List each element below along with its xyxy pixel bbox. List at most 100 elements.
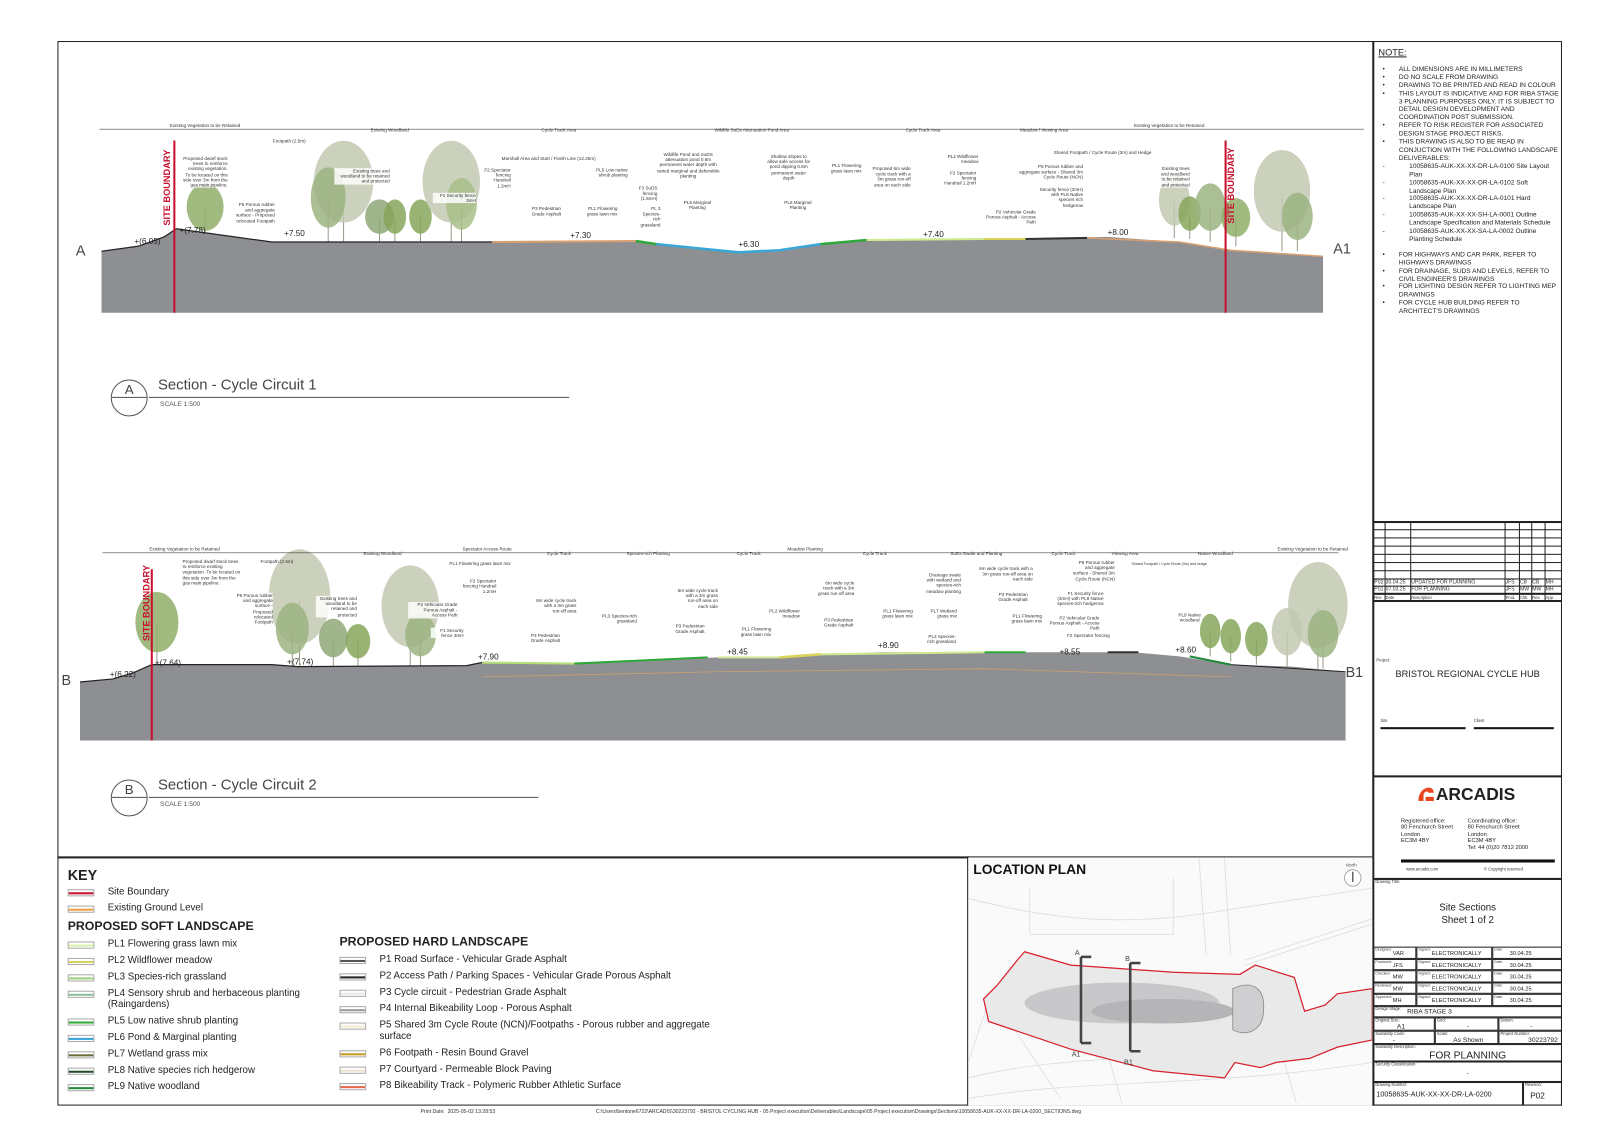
grid-label: Grid: [1436,1017,1446,1023]
annotation-label: P5 Porous rubber and aggregate surface -… [233,202,275,224]
plan-section-label: A1 [1072,1050,1081,1058]
title-underline [148,396,570,398]
legend-item: PL7 Wetland grass mix [67,1048,337,1059]
soft-landscape-title: PROPOSED SOFT LANDSCAPE [67,918,254,934]
revision-cell: P02 [1374,578,1384,586]
website-link[interactable]: www.arcadis.com [1406,866,1439,872]
legend-label: PL9 Native woodland [107,1080,200,1093]
note-item: THIS DRAWING IS ALSO TO BE READ IN CONJU… [1378,139,1559,163]
annotation-label: F1 Security fence 3mH [430,627,464,639]
note-item: DO NO SCALE FROM DRAWING [1378,74,1559,82]
project-label: Project: [1376,657,1391,663]
legend-item: PL2 Wildflower meadow [67,955,337,966]
signoff-label: Date: [1494,947,1503,952]
address-line: EC3M 4BY [1400,838,1430,845]
dimension-label: Footpath (2.5m) [261,559,294,564]
annotation-label: Drainage swale with wetland and species-… [919,572,961,594]
signoff-cell: Signed:ELECTRONICALLY [1416,994,1493,1007]
annotation-label: PL5 Low native shrub planting [586,167,628,178]
legend-item: P2 Access Path / Parking Spaces - Vehicu… [339,970,739,981]
divider [1373,877,1562,880]
annotation-label: F1 Security fence (3mH) with PL8 Native … [1056,590,1104,607]
section-a-drawing: SITE BOUNDARY SITE BOUNDARY Existing Veg… [76,123,1365,313]
revision-cell: P01 [1374,586,1384,593]
address-line: London [1467,831,1487,838]
client-label: Client [1473,717,1485,724]
note-item: 10058635-AUK-XX-XX-DR-LA-0101 Hard Lands… [1378,195,1559,211]
client-line [1473,727,1554,729]
legend-item: P4 Internal Bikeability Loop - Porous As… [339,1003,739,1014]
revision-cell: MH [1545,586,1554,593]
section-a-marker: A [110,379,148,417]
scale-value: As Shown [1453,1036,1484,1045]
drawing-number-label: Drawing Number: [1375,1082,1408,1088]
annotation-label: PL1 Flowering grass lawn mix [580,206,618,217]
dimension-label: Species-rich Planting [627,551,671,556]
tree-icon [383,199,407,234]
annotation-label: F2 Spectator fencing Handrail 1.2mH [479,167,511,189]
dimension-label: Existing Vegetation to be Retained [149,547,220,552]
section-end-label: A1 [1333,241,1351,257]
signoff-label: Date: [1494,959,1503,964]
address-line: Tel: 44 (0)20 7812 2000 [1467,844,1529,851]
dimension-label: Cycle Track Area [542,127,577,132]
site-boundary-label: SITE BOUNDARY [162,150,172,226]
annotation-label: PL6 Marginal Planting [680,199,714,211]
legend-label: Existing Ground Level [107,902,204,914]
suitability-desc-value: FOR PLANNING [1429,1050,1507,1062]
project-number-value: 30223792 [1528,1036,1558,1045]
note-item: 10058635-AUK-XX-XX-DR-LA-0102 Soft Lands… [1378,179,1559,195]
dimension-label: Existing Vegetation to be Retained [170,123,241,128]
site-label: Site [1380,717,1388,724]
annotation-label: 6m wide cycle track with a 3m grass run-… [815,580,855,597]
signoff-label: Designed: [1375,947,1392,952]
location-plan: A A1 B B1 North LOCATION PLAN [968,857,1373,1106]
dimension-label: Cycle Track [737,551,762,556]
annotation-label: PL1 Flowering grass lawn mix [826,163,862,174]
signoff-value: 30.04.25 [1509,950,1532,957]
legend-item: PL9 Native woodland [67,1080,337,1093]
annotation-label: 6m wide cycle track with a 3m grass run-… [535,597,577,614]
legend-item: PL6 Pond & Marginal planting [67,1032,337,1043]
annotation-label: PL1 Flowering grass lawn mix [877,608,913,619]
annotation-label: PL 3 Species-rich grassland [635,206,661,228]
annotation-label: F1 Security fence 3mH [432,192,476,204]
drawing-number-value: 10058635-AUK-XX-XX-DR-LA-0200 [1376,1091,1492,1099]
signoff-cell: Date:30.04.25 [1492,958,1562,971]
tree-icon [1307,610,1339,658]
signoff-value: ELECTRONICALLY [1431,962,1482,969]
annotation-label: PL7 Wetland grass mix [926,608,957,619]
signoff-cell: Signed:ELECTRONICALLY [1416,982,1493,995]
address-line: 80 Fenchurch Street [1467,824,1520,832]
signoff-value: 30.04.25 [1509,986,1532,993]
section-marker-letter: B [124,781,134,797]
section-b-marker: B [110,779,148,817]
legend-label: Site Boundary [107,886,169,898]
note-item: FOR DRAINAGE, SUDS AND LEVELS, REFER TO … [1378,267,1559,283]
legend-item: Existing Ground Level [67,902,337,914]
grid-value: - [1466,1023,1469,1031]
legend-swatch [67,1051,95,1059]
dimension-label: Cycle Track [863,551,888,556]
revision-cell: CB [1532,578,1540,586]
plan-section-label: A [1075,949,1080,957]
dimension-label: Footpath (2.5m) [273,139,306,144]
legend-item: P1 Road Surface - Vehicular Grade Asphal… [339,954,739,965]
plan-section-label: B1 [1124,1059,1133,1067]
annotation-label: PL1 Flowering grass lawn mix [1007,613,1043,624]
arcadis-logo: ARCADIS [1416,785,1515,806]
signoff-cell: Date:30.04.25 [1492,982,1562,995]
section-b-vegetation [135,549,1348,669]
address-line: 80 Fenchurch Street [1400,824,1453,832]
level-marker: +6.30 [738,240,759,249]
dimension-label: Marshall Area and Start / Finish Line (1… [502,156,596,161]
signoff-cell: Signed:ELECTRONICALLY [1416,958,1493,971]
signoff-cell: Date:30.04.25 [1492,970,1562,983]
legend-swatch [67,905,95,913]
project-name: BRISTOL REGIONAL CYCLE HUB [1395,668,1540,679]
annotation-label: PL3 Species-rich grassland [923,633,956,645]
dimension-label: Shared Footpath / Cycle Route (3m) and H… [1054,150,1152,155]
signoff-label: Approved: [1375,995,1392,1000]
key-divider [57,856,1373,858]
